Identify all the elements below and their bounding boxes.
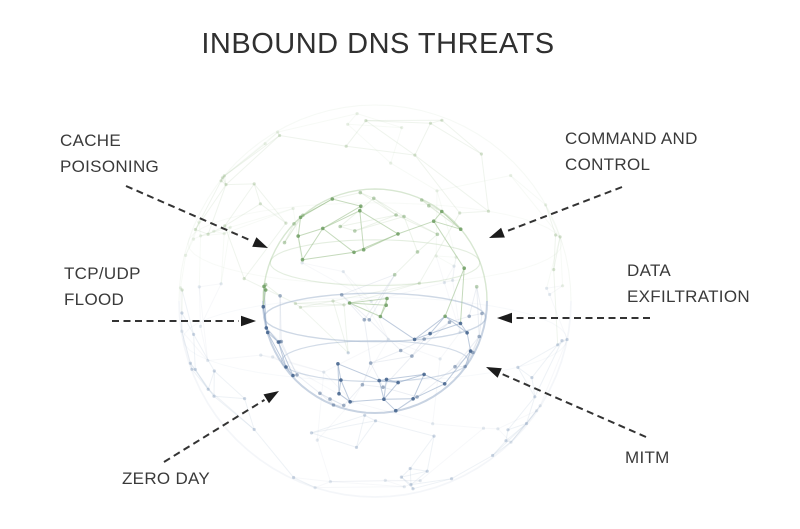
label-line: DATA: [627, 261, 672, 280]
arrow-cache-poisoning: [125, 185, 268, 248]
arrow-zero-day: [163, 391, 279, 463]
label-line: MITM: [625, 448, 670, 467]
label-line: CACHE: [60, 131, 122, 150]
dns-sphere: [261, 188, 488, 415]
arrow-data-exfiltration: [497, 312, 650, 324]
label-line: ZERO DAY: [122, 469, 211, 488]
label-tcp-udp-flood: TCP/UDP FLOOD: [64, 261, 141, 313]
label-data-exfiltration: DATA EXFILTRATION: [627, 258, 750, 310]
label-zero-day: ZERO DAY: [122, 466, 210, 492]
label-line: EXFILTRATION: [627, 287, 750, 306]
label-line: COMMAND AND: [565, 129, 698, 148]
label-command-and-control: COMMAND AND CONTROL: [565, 126, 698, 178]
label-line: POISONING: [60, 157, 160, 176]
label-cache-poisoning: CACHE POISONING: [60, 128, 159, 180]
diagram-title: INBOUND DNS THREATS: [201, 28, 555, 60]
arrow-mitm: [486, 367, 647, 438]
arrow-command-and-control: [489, 186, 623, 238]
arrow-tcp-udp-flood: [112, 315, 256, 327]
label-mitm: MITM: [625, 445, 670, 471]
outer-network-sphere: [178, 104, 572, 498]
label-line: FLOOD: [64, 290, 125, 309]
label-line: CONTROL: [565, 155, 651, 174]
label-line: TCP/UDP: [64, 264, 141, 283]
